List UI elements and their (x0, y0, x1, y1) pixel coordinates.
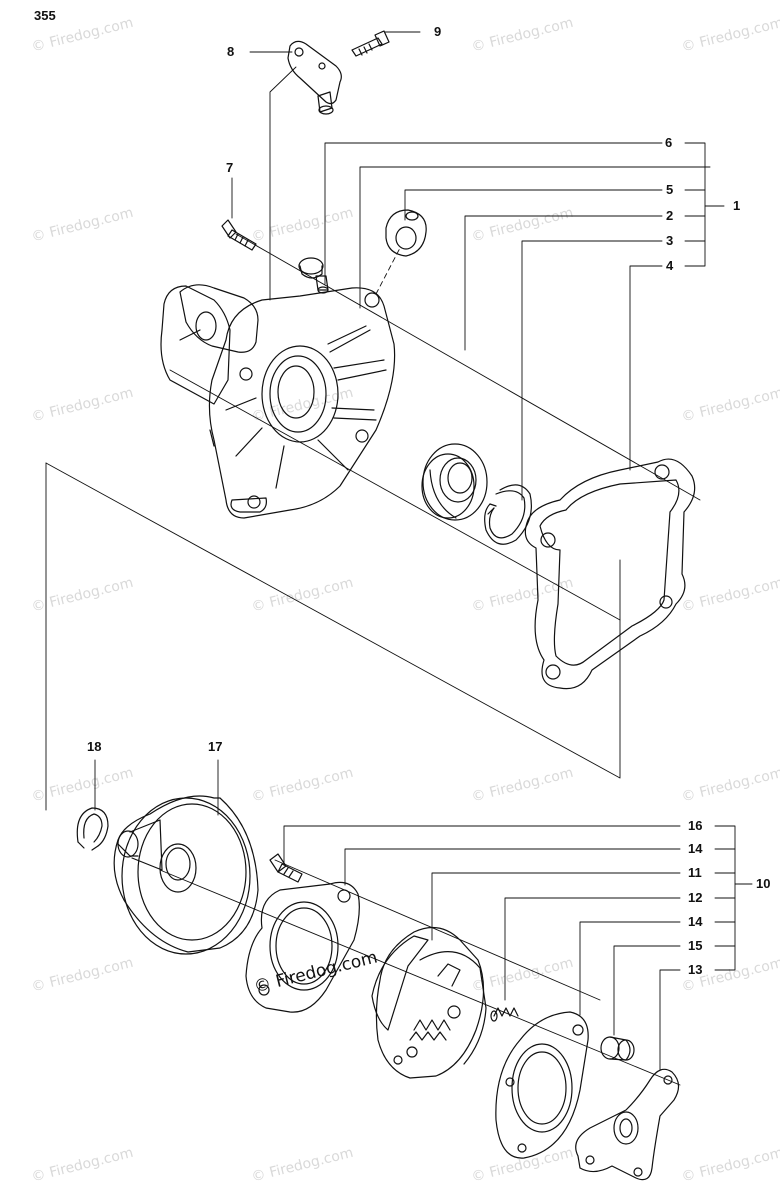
callout-9: 9 (434, 24, 442, 39)
part-13-plate (575, 1068, 680, 1181)
part-2-seal (421, 443, 488, 521)
callout-17: 17 (208, 739, 223, 754)
part-18-circlip (76, 807, 109, 851)
callout-8: 8 (227, 44, 235, 59)
callout-12: 12 (688, 890, 703, 905)
assembly-axis-lines (45, 66, 701, 1086)
callout-6: 6 (665, 135, 673, 150)
part-7-screw (221, 219, 257, 251)
callout-3: 3 (666, 233, 674, 248)
part-3-circlip (484, 484, 532, 545)
callout-7: 7 (226, 160, 234, 175)
callout-leaders-top (231, 31, 725, 501)
callout-15: 15 (688, 938, 703, 953)
callout-leaders-bottom (94, 759, 753, 1071)
callout-4: 4 (666, 258, 674, 273)
part-8-bracket (287, 40, 342, 115)
callout-5: 5 (666, 182, 674, 197)
part-12-spring (490, 1007, 519, 1022)
callout-11: 11 (688, 865, 702, 880)
callout-1: 1 (733, 198, 741, 213)
page-number: 355 (34, 8, 56, 23)
callout-2: 2 (666, 208, 674, 223)
part-15-spacer (600, 1036, 635, 1061)
part-9-screw (351, 30, 390, 57)
clutch-housing (160, 284, 396, 519)
part-11-clutch-shoes (371, 926, 487, 1079)
callout-13: 13 (688, 962, 703, 977)
part-17-clutch-drum (113, 795, 259, 955)
callout-14-upper: 14 (688, 841, 703, 856)
callout-14-lower: 14 (688, 914, 703, 929)
callout-10: 10 (756, 876, 771, 891)
part-16-screw (269, 853, 303, 883)
callout-16: 16 (688, 818, 703, 833)
part-14-plate-lower (495, 1011, 589, 1159)
part-6-pin (298, 257, 329, 294)
part-4-gasket (524, 458, 696, 690)
part-5-bushing (385, 209, 427, 257)
part-14-plate-upper (245, 881, 360, 1013)
callout-18: 18 (87, 739, 102, 754)
